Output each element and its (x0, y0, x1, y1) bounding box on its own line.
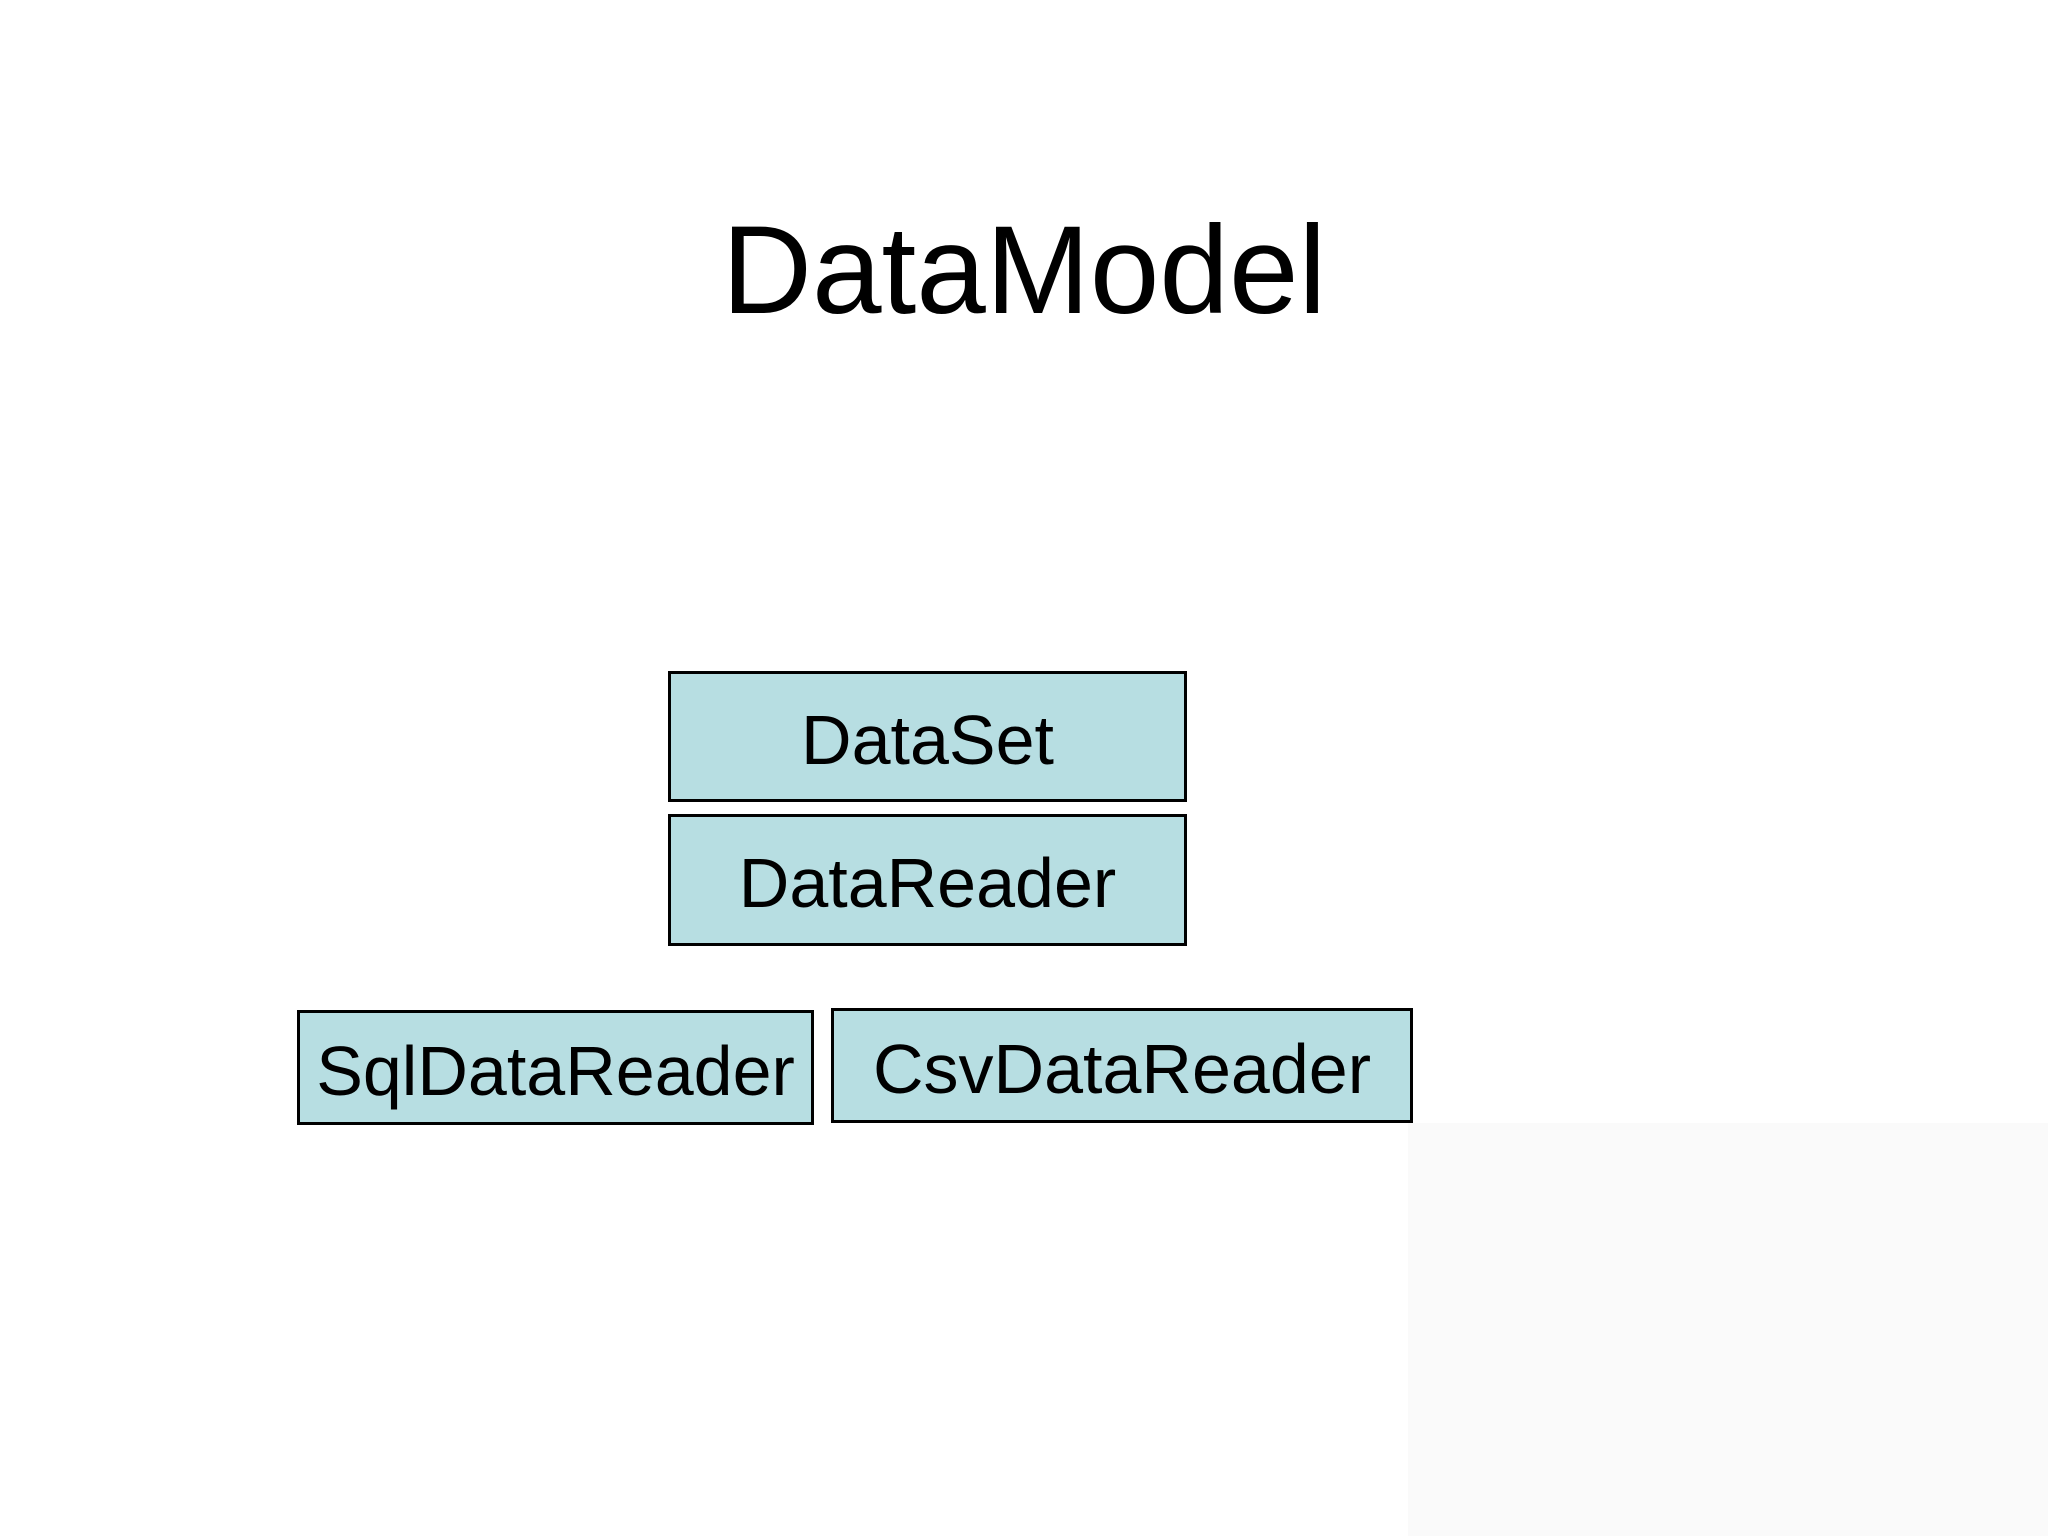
node-csvdatareader-label: CsvDataReader (873, 1029, 1371, 1108)
node-csvdatareader: CsvDataReader (831, 1008, 1413, 1123)
corner-shade-region (1408, 1123, 2048, 1536)
node-datareader-label: DataReader (738, 844, 1117, 922)
node-sqldatareader: SqlDataReader (297, 1010, 814, 1125)
node-dataset: DataSet (668, 671, 1187, 802)
node-datareader: DataReader (668, 814, 1187, 946)
node-dataset-label: DataSet (801, 700, 1054, 779)
node-sqldatareader-label: SqlDataReader (316, 1031, 795, 1110)
slide-title: DataModel (721, 200, 1327, 340)
